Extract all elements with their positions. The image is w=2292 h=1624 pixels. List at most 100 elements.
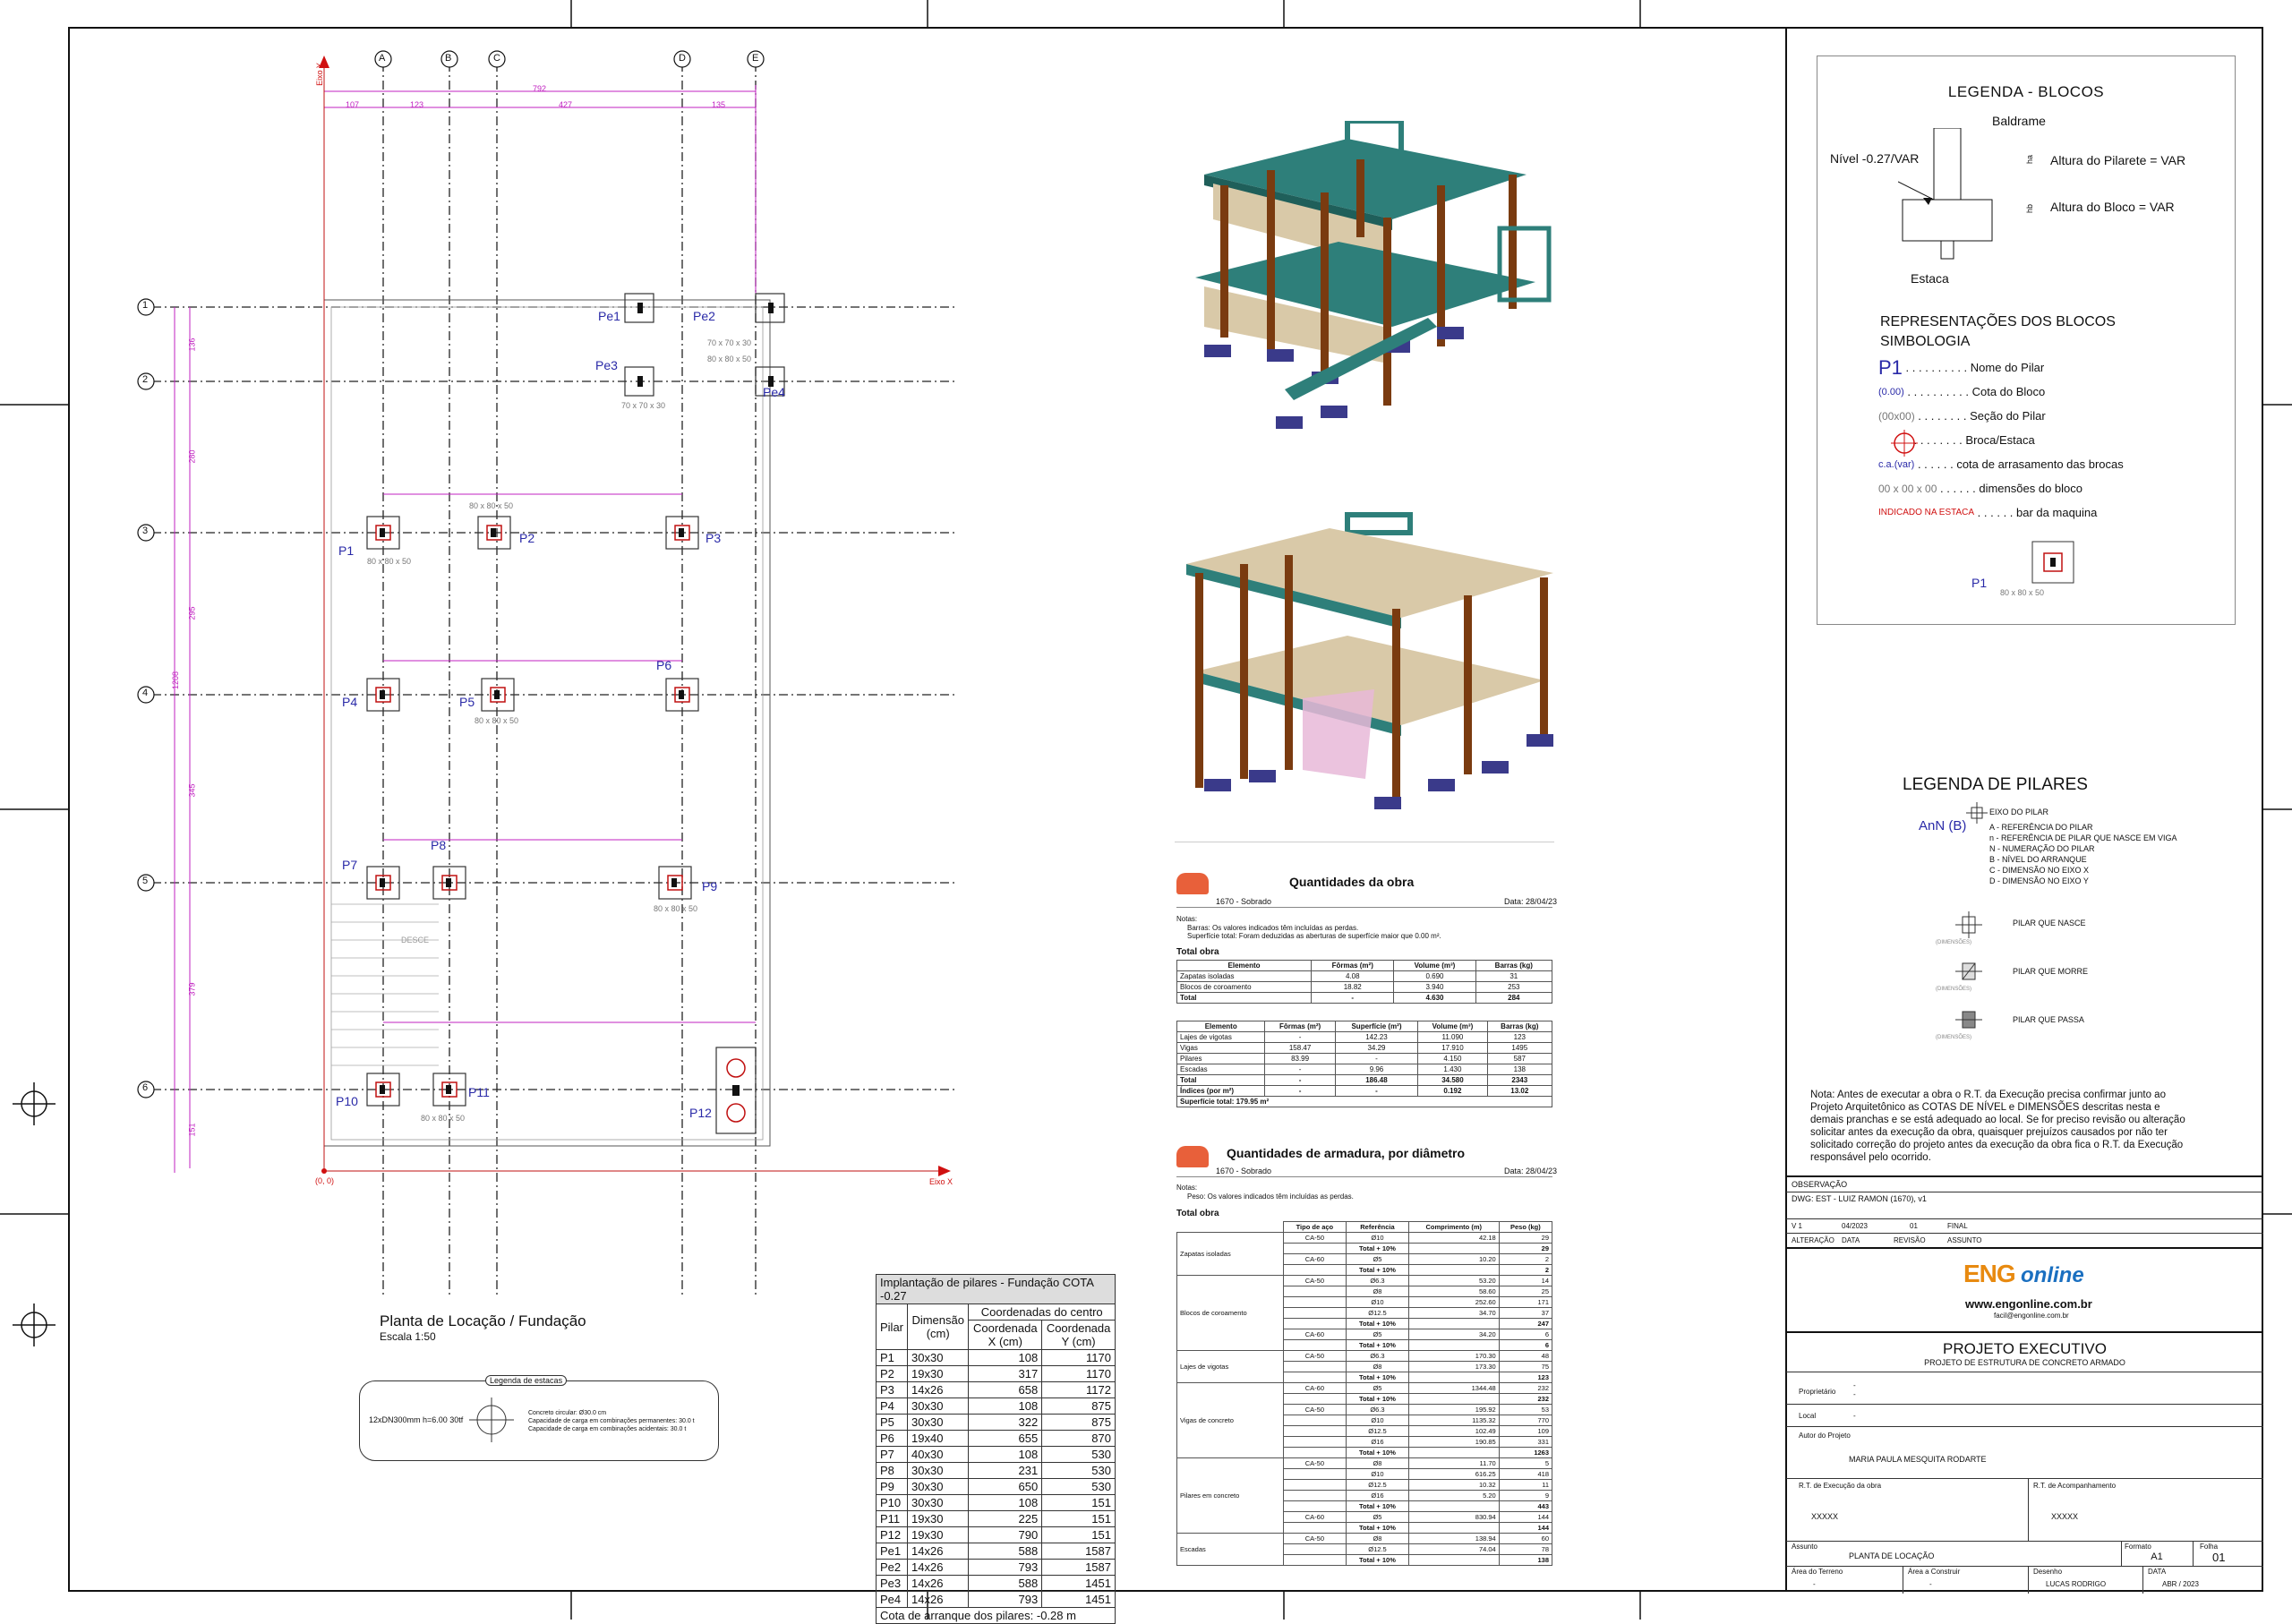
- implantacao-title: Implantação de pilares - Fundação COTA -…: [876, 1274, 1116, 1304]
- table-cell: [1282, 1436, 1347, 1448]
- table-cell: 171: [1498, 1296, 1553, 1308]
- legenda-pilares-line: C - DIMENSÃO NO EIXO X: [1989, 866, 2090, 875]
- table-cell: CA-60: [1282, 1329, 1347, 1340]
- tb-website: www.engonline.com.br: [1965, 1297, 2092, 1311]
- quantidades-project: 1670 - Sobrado: [1216, 897, 1272, 906]
- tb-rt-acomp: R.T. de Acompanhamento: [2033, 1482, 2117, 1490]
- legenda-eixo-pilar: EIXO DO PILAR: [1989, 808, 2049, 816]
- legenda-simbologia: SIMBOLOGIA: [1880, 334, 1971, 349]
- table-cell: [1282, 1296, 1347, 1308]
- table-cell: 588: [968, 1575, 1043, 1592]
- dim-note-passa: (DIMENSÕES): [1936, 1035, 1972, 1040]
- table-cell: P12: [875, 1526, 909, 1543]
- table-cell: CA-50: [1282, 1457, 1347, 1469]
- table-cell: [1407, 1264, 1500, 1276]
- legenda-text: Cota do Bloco: [1971, 385, 2046, 398]
- stair-desce: DESCE: [401, 936, 430, 944]
- table-cell: [1282, 1522, 1347, 1534]
- quantidades-title: Quantidades da obra: [1289, 875, 1415, 889]
- table-cell: 53.20: [1407, 1275, 1500, 1286]
- legenda-pilares-symbol: AnN (B): [1919, 818, 1967, 833]
- table-cell: 53: [1498, 1404, 1553, 1415]
- tb-desenho-val: LUCAS RODRIGO: [2046, 1580, 2107, 1588]
- tb-folha-val: 01: [2212, 1551, 2226, 1564]
- legenda-symbol-row: P1 . . . . . . . . . . Nome do Pilar: [1878, 355, 2228, 380]
- piles-legend-desc-2: Capacidade de carga em combinações perma…: [528, 1418, 695, 1424]
- table-cell: 195.92: [1407, 1404, 1500, 1415]
- title-block: OBSERVAÇÃO DWG: EST - LUIZ RAMON (1670),…: [1786, 1175, 2263, 1594]
- axis-label-1: 1: [142, 300, 149, 311]
- implantacao-h-pilar: Pilar: [875, 1303, 909, 1350]
- table-cell: 151: [1041, 1494, 1116, 1511]
- pillar-label-pe4: Pe4: [763, 385, 785, 399]
- table-cell: 144: [1498, 1522, 1553, 1534]
- pillar-label-p10: P10: [336, 1094, 358, 1108]
- table-cell: Total + 10%: [1346, 1264, 1409, 1276]
- tb-area-construir-dash: -: [1929, 1580, 1932, 1588]
- table-cell: 790: [968, 1526, 1043, 1543]
- table-cell: 190.85: [1407, 1436, 1500, 1448]
- table-cell: 1.430: [1417, 1064, 1488, 1075]
- table-cell: [1407, 1243, 1500, 1254]
- implantacao-h-dim: Dimensão (cm): [907, 1303, 970, 1350]
- armadura-date: Data: 28/04/23: [1504, 1167, 1558, 1175]
- table-cell: -: [1264, 1064, 1336, 1075]
- table-cell: 14x26: [907, 1591, 970, 1608]
- dim-x1: 107: [346, 100, 360, 109]
- table-cell: P8: [875, 1462, 909, 1479]
- table-cell: [1407, 1554, 1500, 1566]
- table-cell: 19x30: [907, 1510, 970, 1527]
- table-cell: [1282, 1447, 1347, 1458]
- table-cell: Ø10: [1346, 1232, 1409, 1244]
- table-cell: P5: [875, 1414, 909, 1431]
- table-cell: Pe4: [875, 1591, 909, 1608]
- tb-projeto: PROJETO EXECUTIVO: [1943, 1340, 2107, 1357]
- pillar-label-p9: P9: [702, 879, 718, 893]
- table-cell: 331: [1498, 1436, 1553, 1448]
- tb-proprietario: Proprietário: [1799, 1388, 1836, 1396]
- table-cell: 2343: [1486, 1074, 1553, 1086]
- table-cell: -: [1264, 1074, 1336, 1086]
- table-cell: 14x26: [907, 1543, 970, 1560]
- table-cell: 34.580: [1417, 1074, 1488, 1086]
- table-cell: 9: [1498, 1490, 1553, 1501]
- table-cell: 144: [1498, 1511, 1553, 1523]
- table-cell: 1495: [1486, 1042, 1553, 1054]
- table-cell: Ø10: [1346, 1296, 1409, 1308]
- table-cell: 655: [968, 1430, 1043, 1447]
- table-cell: Ø6.3: [1346, 1404, 1409, 1415]
- table-cell: Ø10: [1346, 1415, 1409, 1426]
- dim-y1: 136: [187, 338, 197, 352]
- table-cell: 0.192: [1417, 1085, 1488, 1097]
- legenda-dots: . . . . . .: [1914, 457, 1957, 471]
- table-cell: 173.30: [1407, 1361, 1500, 1372]
- table-cell: 108: [968, 1446, 1043, 1463]
- implantacao-table: Implantação de pilares - Fundação COTA -…: [875, 1274, 1116, 1624]
- table-cell: [1282, 1264, 1347, 1276]
- table-cell: P1: [875, 1349, 909, 1366]
- legenda-pilares-line: D - DIMENSÃO NO EIXO Y: [1989, 876, 2089, 885]
- axis-label-5: 5: [142, 876, 149, 886]
- broca-estaca-icon: [1891, 430, 1918, 457]
- table-cell: [1282, 1361, 1347, 1372]
- table-cell: 588: [968, 1543, 1043, 1560]
- table-cell: [1282, 1468, 1347, 1480]
- tb-formato-val: A1: [2151, 1551, 2163, 1562]
- eixo-x-label: Eixo X: [929, 1177, 954, 1186]
- table-cell: Ø5: [1346, 1253, 1409, 1265]
- table-cell: 2: [1498, 1253, 1553, 1265]
- table-cell: CA-50: [1282, 1404, 1347, 1415]
- table-header-cell: Elemento: [1176, 1021, 1266, 1032]
- table-cell: 4.630: [1393, 992, 1476, 1004]
- table-cell: Ø12.5: [1346, 1307, 1409, 1319]
